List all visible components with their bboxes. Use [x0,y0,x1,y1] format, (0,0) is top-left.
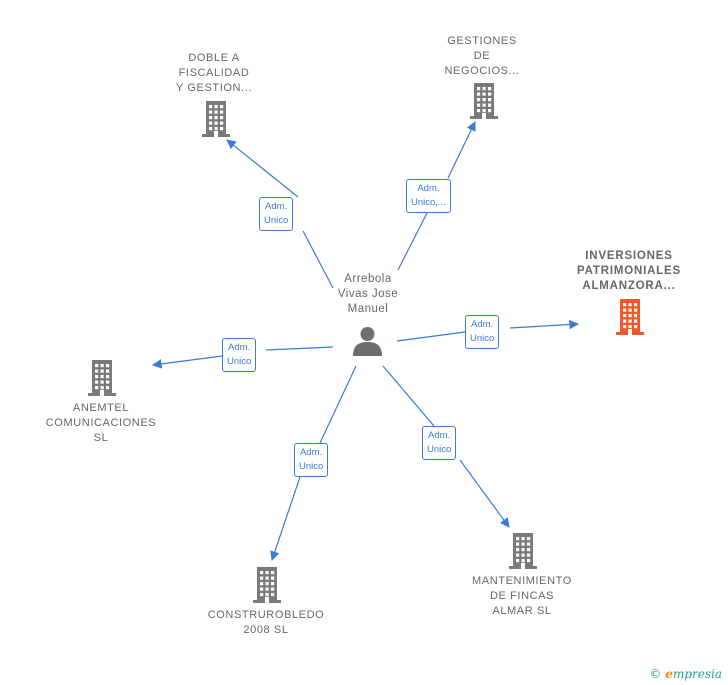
company-label-line: DOBLE A [188,52,240,64]
building-icon[interactable] [508,533,538,569]
edge-doble [226,139,299,198]
edge-anemtel [265,346,334,351]
relation-label-line: Adm. [428,430,451,441]
edge-construobledo [319,365,357,444]
company-label-line: Y GESTION... [175,82,253,94]
company-label-line: INVERSIONES [585,250,673,262]
company-label-gestiones[interactable]: GESTIONES DE NEGOCIOS... [432,34,532,79]
edge-anemtel [152,355,223,369]
relation-label-construobledo[interactable]: Adm. Unico [294,443,329,477]
edge-doble [302,230,334,289]
person-label[interactable]: Arrebola Vivas Jose Manuel [318,272,418,317]
relation-label-line: Unico,... [411,197,446,208]
company-label-line: DE FINCAS [489,590,555,602]
relation-label-line: Adm. [300,447,323,458]
relation-label-line: Unico [470,333,495,344]
edge-construobledo [270,476,301,561]
company-label-line: ALMAR SL [492,605,552,617]
building-icon[interactable] [201,101,231,137]
company-label-line: PATRIMONIALES [577,265,681,277]
relation-label-line: Unico [427,444,452,455]
company-label-line: CONSTRUROBLEDO [207,609,325,621]
person-label-line-2: Vivas Jose [337,288,399,300]
relation-label-line: Adm. [265,201,288,212]
relation-label-gestiones[interactable]: Adm. Unico,... [406,179,451,213]
relation-label-line: Unico [264,215,289,226]
company-label-line: NEGOCIOS... [444,65,520,77]
company-label-line: SL [93,432,109,444]
edge-gestiones [397,212,428,271]
person-label-line-1: Arrebola [344,273,392,285]
person-icon[interactable] [352,326,383,356]
relation-label-line: Adm. [417,183,440,194]
company-label-doble[interactable]: DOBLE A FISCALIDAD Y GESTION... [164,51,264,96]
relation-label-line: Unico [299,461,324,472]
copyright-symbol: © [649,667,662,681]
company-label-line: ALMANZORA... [582,280,676,292]
relation-label-doble[interactable]: Adm. Unico [259,197,294,231]
edge-inversiones [396,331,466,342]
company-label-line: MANTENIMIENTO [472,575,572,587]
person-label-line-3: Manuel [347,303,389,315]
company-label-line: 2008 SL [243,624,289,636]
company-label-inversiones[interactable]: INVERSIONES PATRIMONIALES ALMANZORA... [564,249,694,294]
relation-label-inversiones[interactable]: Adm. Unico [465,315,500,349]
company-label-construobledo[interactable]: CONSTRUROBLEDO 2008 SL [196,608,336,638]
edge-mantenimiento [382,365,435,427]
company-label-anemtel[interactable]: ANEMTEL COMUNICACIONES SL [36,401,166,446]
company-label-line: DE [473,50,491,62]
edge-mantenimiento [459,459,510,528]
company-label-line: COMUNICACIONES [45,417,157,429]
building-icon[interactable] [615,299,645,335]
company-label-line: GESTIONES [447,35,517,47]
company-label-mantenimiento[interactable]: MANTENIMIENTO DE FINCAS ALMAR SL [457,574,587,619]
relation-label-line: Adm. [228,342,251,353]
brand-watermark: ©empresia [649,667,722,681]
company-label-line: FISCALIDAD [178,67,250,79]
relation-label-line: Adm. [471,319,494,330]
relation-label-anemtel[interactable]: Adm. Unico [222,338,257,372]
relation-label-line: Unico [227,356,252,367]
building-icon[interactable] [252,567,282,603]
building-icon[interactable] [469,83,499,119]
building-icon[interactable] [87,360,117,396]
brand-logo-text: mpresia [672,667,722,681]
company-label-line: ANEMTEL [72,402,130,414]
edge-inversiones [509,319,579,330]
brand-logo-initial: e [665,667,673,681]
relation-label-mantenimiento[interactable]: Adm. Unico [422,426,457,460]
edge-gestiones [447,121,476,179]
